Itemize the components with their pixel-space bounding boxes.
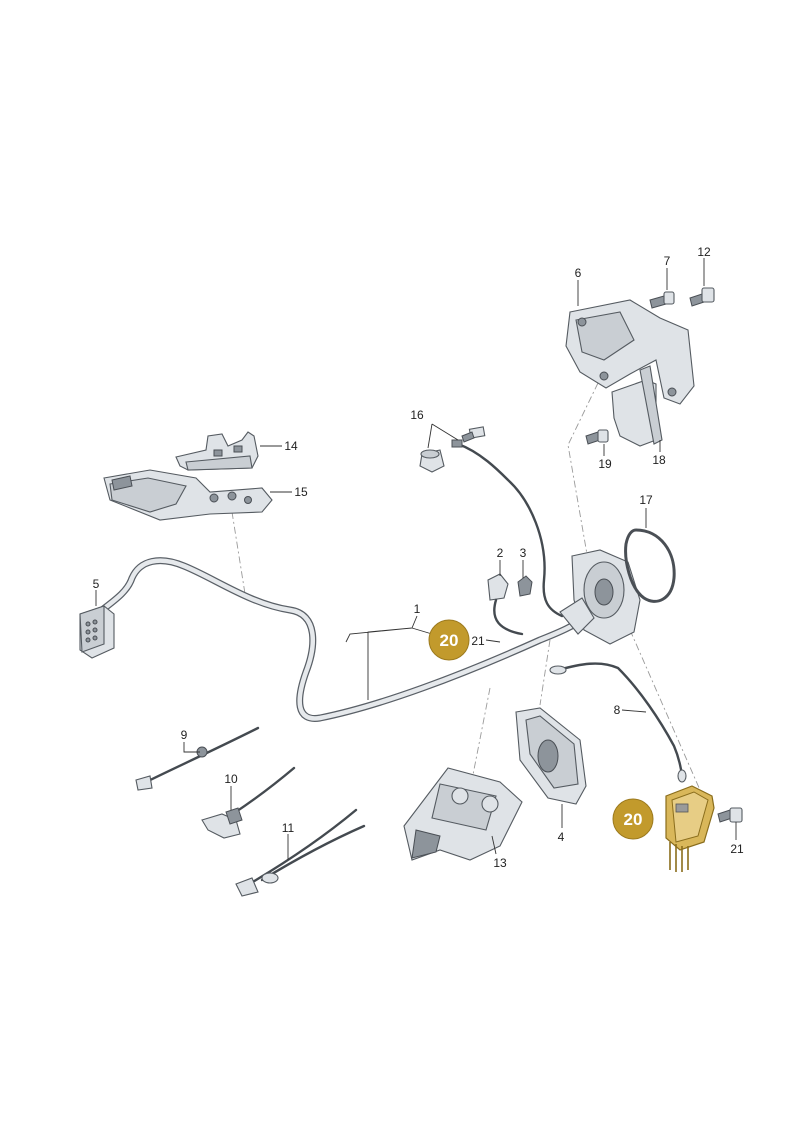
label-7: 7 [664, 254, 671, 268]
label-6: 6 [575, 266, 582, 280]
part-5-connector [79, 605, 115, 659]
part-15-housing [103, 469, 273, 521]
part-16-grommet [419, 426, 564, 618]
part-8-ground-wire [549, 662, 687, 783]
part-9-tie [135, 726, 260, 791]
label-18: 18 [652, 453, 666, 467]
label-16: 16 [410, 408, 424, 422]
label-9: 9 [181, 728, 188, 742]
label-12: 12 [697, 245, 711, 259]
leader-lines [95, 258, 737, 860]
part-2-cap [487, 573, 524, 636]
badge-text: 20 [440, 631, 459, 650]
label-2: 2 [497, 546, 504, 560]
screw-7 [649, 291, 675, 309]
label-14: 14 [284, 439, 298, 453]
part-10-clip [201, 766, 296, 839]
badge-20-right: 20 [612, 798, 654, 840]
part-13-mount [403, 767, 523, 861]
screw-19 [585, 429, 609, 445]
label-17: 17 [639, 493, 653, 507]
badge-text: 20 [624, 810, 643, 829]
label-19: 19 [598, 457, 612, 471]
part-20-module [665, 785, 715, 872]
part-3-clip [517, 575, 533, 597]
badge-20-left: 20 [428, 619, 470, 661]
charging-socket [559, 549, 641, 645]
label-11: 11 [282, 821, 295, 835]
part-4-cover [515, 707, 587, 805]
label-8: 8 [614, 703, 621, 717]
label-4: 4 [558, 830, 565, 844]
label-15: 15 [294, 485, 308, 499]
screw-21 [717, 807, 743, 823]
label-21-right: 21 [730, 842, 744, 856]
label-21-left: 21 [471, 634, 485, 648]
assembly-guides [231, 382, 701, 791]
label-13: 13 [493, 856, 507, 870]
screw-12 [689, 287, 715, 307]
part-labels: 1 2 3 4 5 6 7 8 9 10 11 12 13 14 15 16 1… [93, 245, 744, 870]
part-14-bracket [175, 431, 259, 471]
label-5: 5 [93, 577, 100, 591]
part-18-bracket [611, 365, 663, 447]
part-6-bracket [565, 299, 695, 405]
part-11-tie [235, 808, 366, 897]
label-1: 1 [414, 602, 421, 616]
part-17-seal [624, 528, 676, 603]
label-3: 3 [520, 546, 527, 560]
label-10: 10 [224, 772, 238, 786]
part-1-harness [98, 557, 588, 722]
